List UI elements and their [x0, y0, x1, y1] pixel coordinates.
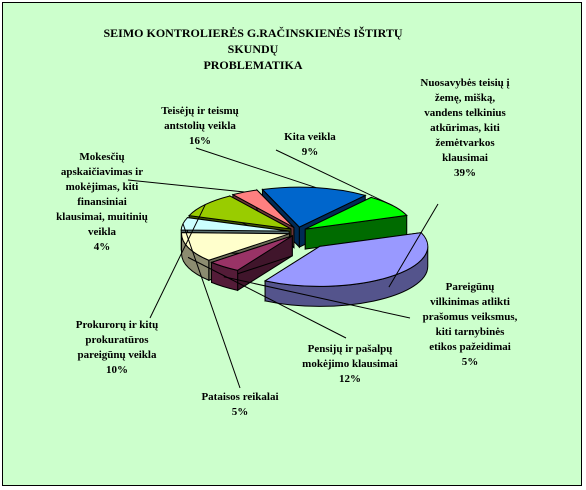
slice-label-line: mokėjimas, kiti [65, 181, 139, 193]
pie-slice [210, 235, 293, 271]
slice-label-line: antstolių veikla [164, 120, 236, 132]
slice-label-line: Kita veikla [284, 131, 336, 143]
slice-label-line: vilkinimas atlikti [430, 296, 510, 308]
leader-line [127, 179, 245, 193]
leader-line [187, 256, 347, 339]
pie-slice [181, 232, 290, 261]
slice-label-line: Nuosavybės teisių į [420, 77, 510, 89]
slice-value-label: 4% [93, 241, 111, 253]
leader-line [195, 147, 317, 189]
slice-label: Pensijų ir pašalpų mokėjimo klausimai 12% [290, 342, 410, 387]
chart-title-line-2: PROBLEMATIKA [203, 58, 303, 72]
slice-value-label: 10% [106, 364, 128, 376]
leader-line [182, 223, 241, 389]
pie-slice [231, 189, 295, 229]
leader-line [275, 149, 393, 206]
pie-slice [263, 232, 429, 287]
slice-label: Pataisos reikalai 5% [180, 390, 300, 420]
slice-value-label: 39% [454, 167, 476, 179]
slice-label: Kita veikla 9% [265, 130, 355, 160]
slice-label-line: žemėtvarkos [435, 137, 495, 149]
slice-label: Teisėjų ir teismų antstolių veikla 16% [140, 104, 260, 149]
slice-label: Prokurorų ir kitų prokuratūros pareigūnų v… [42, 318, 192, 378]
slice-value-label: 12% [339, 373, 361, 385]
chart-title-line-1: SEIMO KONTROLIERĖS G.RAČINSKIENĖS IŠTIRT… [103, 26, 403, 56]
leader-line [223, 276, 411, 319]
leader-line [388, 203, 439, 288]
slice-label-line: vandens telkinius [424, 107, 506, 119]
slice-label-line: Pareigūnų [445, 281, 495, 293]
slice-label-line: mokėjimo klausimai [302, 358, 398, 370]
slice-label: Pareigūnų vilkinimas atlikti prašomus veik… [400, 280, 540, 370]
slice-label-line: prašomus veiksmus, [422, 311, 518, 323]
slice-label-line: kiti tarnybinės [435, 326, 505, 338]
slice-label-line: etikos pažeidimai [429, 341, 511, 353]
slice-label-line: klausimai, muitinių [56, 211, 148, 223]
slice-label-line: pareigūnų veikla [77, 349, 157, 361]
slice-label-line: Pensijų ir pašalpų [307, 343, 393, 355]
slice-label-line: prokuratūros [85, 334, 149, 346]
slice-label-line: Teisėjų ir teismų [161, 105, 239, 117]
slice-label-line: Mokesčių [79, 151, 125, 163]
slice-label-line: klausimai [442, 152, 488, 164]
slice-value-label: 16% [189, 135, 211, 147]
slice-label-line: Pataisos reikalai [201, 391, 279, 403]
slice-label: Mokesčių apskaičiavimas ir mokėjimas, kiti… [42, 150, 162, 255]
chart-title: SEIMO KONTROLIERĖS G.RAČINSKIENĖS IŠTIRT… [83, 25, 423, 73]
slice-label: Nuosavybės teisių į žemę, mišką, vandens t… [390, 76, 540, 181]
slice-label-line: veikla [87, 226, 117, 238]
slice-label-line: žemę, mišką, [434, 92, 496, 104]
slice-label-line: Prokurorų ir kitų [75, 319, 159, 331]
slice-label-line: apskaičiavimas ir [60, 166, 144, 178]
pie-slice [180, 217, 290, 232]
leader-line [149, 204, 206, 319]
slice-value-label: 5% [461, 356, 479, 368]
slice-value-label: 9% [301, 146, 319, 158]
slice-label-line: atkūrimas, kiti [430, 122, 500, 134]
slice-label-line: finansiniai [77, 196, 127, 208]
slice-value-label: 5% [231, 406, 249, 418]
